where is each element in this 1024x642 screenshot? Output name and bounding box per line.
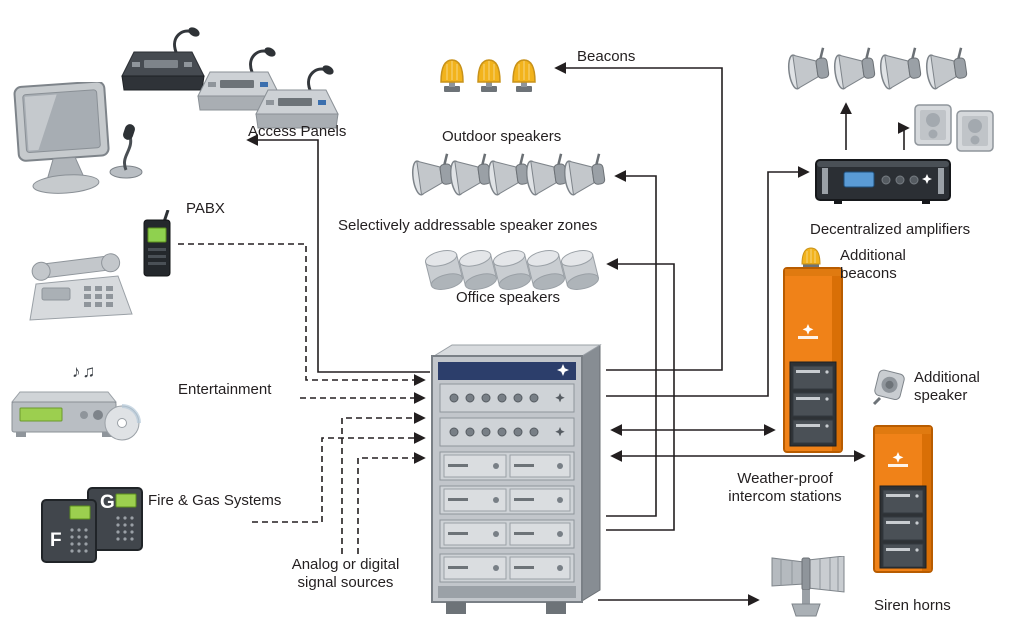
siren-horn-icon (764, 556, 848, 620)
horn-speaker-icon (410, 150, 456, 202)
addressable-zones-label: Selectively addressable speaker zones (338, 217, 598, 234)
telephone-icon (26, 250, 138, 328)
connector-analog-source1-to-rack (341, 412, 426, 554)
ceiling-speaker-icon (424, 246, 464, 294)
gas-unit-letter: G (100, 492, 115, 513)
brand-logo-icon (922, 174, 932, 184)
additional-speaker-label: Additional speaker (914, 369, 980, 404)
horn-speaker-icon (924, 44, 970, 96)
music-notes-icon: ♪♫ (72, 362, 98, 381)
connector-rack-to-amplifiers (606, 166, 810, 397)
connector-pabx-to-rack (178, 243, 426, 386)
portable-radio-icon (138, 210, 174, 280)
ceiling-speaker-icon (526, 246, 566, 294)
connector-amplifier-to-cabinet-speakers (897, 122, 910, 150)
computer-monitor-icon (10, 82, 120, 202)
horn-speaker-icon (562, 150, 608, 202)
gas-system-unit-icon (86, 486, 144, 552)
connector-analog-source2-to-rack (357, 452, 426, 554)
desk-microphone-icon (104, 116, 148, 180)
brand-logo-icon (557, 364, 569, 376)
horn-speaker-icon (878, 44, 924, 96)
cabinet-speaker-icon (912, 102, 954, 148)
central-system-rack-icon (430, 338, 606, 622)
horn-speaker-icon (448, 150, 494, 202)
horn-speaker-icon (486, 150, 532, 202)
outdoor-speakers-label: Outdoor speakers (442, 128, 562, 145)
ceiling-speaker-icon (492, 246, 532, 294)
access-panels-label: Access Panels (248, 123, 347, 140)
amplifier-unit-icon (814, 154, 952, 206)
weatherproof-intercom-label: Weather-proof intercom stations (728, 470, 842, 505)
brand-logo-icon (892, 452, 904, 463)
beacon-icon (509, 50, 539, 94)
media-player-icon (10, 386, 118, 444)
ceiling-speaker-icon (560, 246, 600, 294)
access-panel-console-icon (252, 58, 344, 134)
brand-logo-icon (802, 324, 814, 335)
entertainment-label: Entertainment (178, 381, 272, 398)
cabinet-speaker-icon (954, 108, 996, 154)
beacon-icon (474, 50, 504, 94)
siren-horns-label: Siren horns (874, 597, 951, 614)
fire-unit-letter: F (50, 530, 62, 551)
horn-speaker-icon (786, 44, 832, 96)
beacons-label: Beacons (577, 48, 636, 65)
access-panel-console-dark-icon (118, 20, 210, 96)
additional-speaker-icon (870, 368, 910, 406)
connector-rack-to-outdoor-speakers (606, 170, 657, 517)
weatherproof-intercom-station-icon (872, 424, 934, 574)
ceiling-speaker-icon (458, 246, 498, 294)
horn-speaker-icon (832, 44, 878, 96)
office-speakers-label: Office speakers (456, 289, 560, 306)
horn-speaker-icon (524, 150, 570, 202)
beacon-icon (798, 240, 824, 270)
analog-digital-sources-label: Analog or digital signal sources (291, 556, 400, 591)
connector-rack-to-office-speakers (606, 258, 675, 531)
beacon-icon (437, 50, 467, 94)
decentralized-amplifiers-label: Decentralized amplifiers (810, 221, 971, 238)
fire-system-unit-icon (40, 498, 98, 564)
weatherproof-intercom-station-icon (782, 266, 844, 454)
additional-beacons-label: Additional beacons (840, 247, 906, 282)
fire-gas-systems-label: Fire & Gas Systems (148, 492, 282, 509)
connector-rack-to-access-panels (246, 134, 430, 373)
pabx-label: PABX (186, 200, 225, 217)
cd-disc-icon (103, 404, 141, 442)
